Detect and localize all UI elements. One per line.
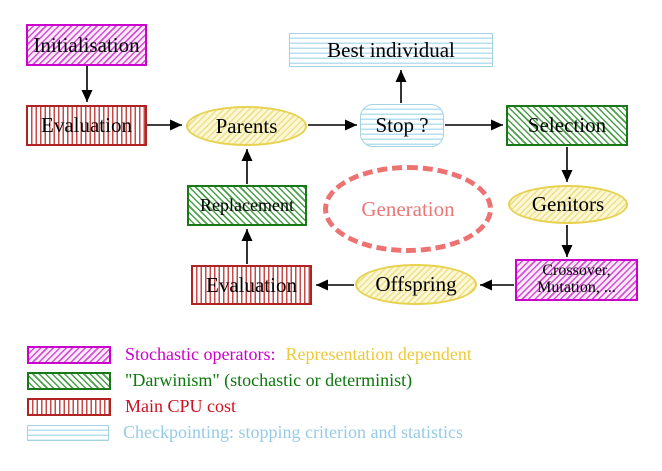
node-parents-label: Parents xyxy=(215,113,278,138)
node-evaluation-bottom-label: Evaluation xyxy=(206,272,297,297)
node-evaluation-top-label: Evaluation xyxy=(41,113,132,138)
node-replacement: Replacement xyxy=(187,185,307,226)
node-offspring: Offspring xyxy=(355,264,477,305)
legend-swatch-cyan-stripes xyxy=(27,424,109,441)
node-crossover-line2: Mutation, ... xyxy=(537,279,616,296)
legend-swatch-green-hatch xyxy=(27,371,111,390)
node-genitors-label: Genitors xyxy=(531,192,605,217)
node-stop-label: Stop ? xyxy=(375,113,429,138)
legend-label-cpu-cost: Main CPU cost xyxy=(125,396,237,416)
node-replacement-label: Replacement xyxy=(200,195,294,216)
node-genitors: Genitors xyxy=(508,185,628,224)
generation-label: Generation xyxy=(361,196,455,221)
generation-loop-ellipse: Generation xyxy=(323,165,493,253)
node-best-individual-label: Best individual xyxy=(327,37,455,62)
legend-item-main-cpu-cost: Main CPU cost xyxy=(27,396,236,417)
legend-item-darwinism: "Darwinism" (stochastic or determinist) xyxy=(27,370,412,391)
node-selection-label: Selection xyxy=(527,113,607,138)
node-initialisation: Initialisation xyxy=(26,24,147,66)
node-stop: Stop ? xyxy=(360,104,444,147)
legend-label-checkpointing: Checkpointing: stopping criterion and st… xyxy=(123,422,463,442)
legend-label-darwinism: "Darwinism" (stochastic or determinist) xyxy=(125,370,413,390)
node-selection: Selection xyxy=(506,105,628,146)
legend-label-representation: Representation dependent xyxy=(285,344,472,364)
node-initialisation-label: Initialisation xyxy=(33,32,140,57)
node-crossover-line1: Crossover, xyxy=(542,262,611,280)
legend-swatch-red-stripes xyxy=(27,397,111,416)
node-parents: Parents xyxy=(186,106,307,146)
legend-item-checkpointing: Checkpointing: stopping criterion and st… xyxy=(27,422,463,443)
node-evaluation-bottom: Evaluation xyxy=(191,265,312,305)
node-crossover-mutation: Crossover, Mutation, ... xyxy=(515,259,638,301)
node-best-individual: Best individual xyxy=(289,33,493,67)
legend-item-stochastic-operators: Stochastic operators: Representation depe… xyxy=(27,344,472,365)
legend-swatch-magenta-hatch xyxy=(27,345,111,364)
legend-label-stochastic: Stochastic operators: xyxy=(125,344,276,364)
node-offspring-label: Offspring xyxy=(375,272,457,297)
node-evaluation-top: Evaluation xyxy=(26,105,147,146)
